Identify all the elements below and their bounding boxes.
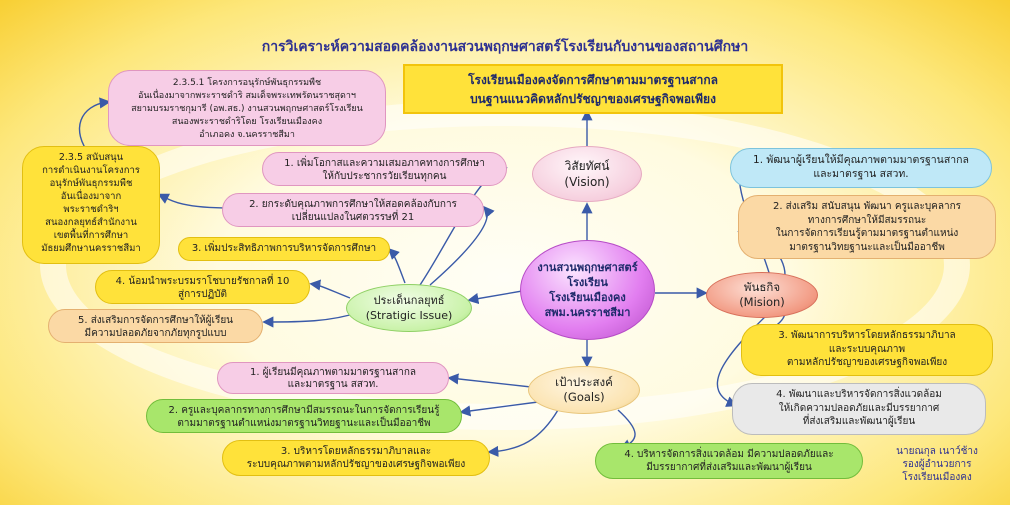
diagram-title: การวิเคราะห์ความสอดคล้องงานสวนพฤกษศาสตร์… — [261, 39, 749, 55]
mission-item-3: 3. พัฒนาการบริหารโดยหลักธรรมาภิบาล และระ… — [741, 324, 993, 376]
arrow-strategy-s5 — [262, 311, 361, 328]
goals-item-4: 4. บริหารจัดการสิ่งแวดล้อม มีความปลอดภัย… — [595, 443, 863, 479]
vision-subtitle: (Vision) — [564, 175, 610, 189]
arrow-strategy-s2 — [429, 205, 495, 286]
mission-item-1: 1. พัฒนาผู้เรียนให้มีคุณภาพตามมาตรฐานสาก… — [730, 148, 992, 188]
strategy-node: ประเด็นกลยุทธ์ (Stratigic Issue) — [346, 284, 472, 332]
goals-item-3: 3. บริหารโดยหลักธรรมาภิบาลและ ระบบคุณภาพ… — [222, 440, 490, 476]
mission-title: พันธกิจ — [743, 280, 781, 294]
vision-node: วิสัยทัศน์ (Vision) — [532, 146, 642, 202]
strategy-title: ประเด็นกลยุทธ์ — [373, 294, 445, 307]
goals-subtitle: (Goals) — [563, 390, 605, 404]
strategy-item-3: 3. เพิ่มประสิทธิภาพการบริหารจัดการศึกษา — [178, 237, 390, 261]
arrow-strategy-s3 — [388, 248, 406, 284]
strategy-item-4: 4. น้อมนำพระบรมราโชบายรัชกาลที่ 10 สู่กา… — [95, 270, 310, 304]
author-note: นายณกุล เนาว์ช้าง รองผู้อำนวยการ โรงเรีย… — [896, 446, 978, 483]
arrow-strategy-s4 — [309, 279, 351, 299]
strategy-item-2: 2. ยกระดับคุณภาพการศึกษาให้สอดคล้องกับกา… — [222, 193, 484, 227]
strategy-item-1: 1. เพิ่มโอกาสและความเสมอภาคทางการศึกษา ใ… — [262, 152, 507, 186]
arrow-goals-g1 — [447, 373, 541, 389]
top-goal-box: โรงเรียนเมืองคงจัดการศึกษาตามมาตรฐานสากล… — [403, 64, 783, 114]
goals-node: เป้าประสงค์ (Goals) — [528, 366, 640, 414]
mission-subtitle: (Mision) — [739, 295, 785, 309]
goals-item-1: 1. ผู้เรียนมีคุณภาพตามมาตรฐานสากล และมาต… — [217, 362, 449, 394]
arrow-s2-sub235 — [157, 193, 231, 209]
strategy-sub-2-3-5: 2.3.5 สนับสนุน การดำเนินงานโครงการ อนุรั… — [22, 146, 160, 264]
vision-title: วิสัยทัศน์ — [564, 159, 610, 173]
strategy-subtitle: (Stratigic Issue) — [365, 309, 453, 322]
arrow-goals-g2 — [459, 401, 539, 417]
mission-node: พันธกิจ (Mision) — [706, 272, 818, 318]
goals-item-2: 2. ครูและบุคลากรทางการศึกษามีสมรรถนะในกา… — [146, 399, 462, 433]
center-node: งานสวนพฤกษศาสตร์ โรงเรียน โรงเรียนเมืองค… — [520, 240, 655, 340]
strategy-sub-2-3-5-1: 2.3.5.1 โครงการอนุรักษ์พันธุกรรมพืช อันเ… — [108, 70, 386, 146]
strategy-item-5: 5. ส่งเสริมการจัดการศึกษาให้ผู้เรียน มีค… — [48, 309, 263, 343]
goals-title: เป้าประสงค์ — [555, 375, 613, 389]
mission-item-2: 2. ส่งเสริม สนับสนุน พัฒนา ครูและบุคลากร… — [738, 195, 996, 259]
mission-item-4: 4. พัฒนาและบริหารจัดการสิ่งแวดล้อม ให้เก… — [732, 383, 986, 435]
arrow-center-strategy — [467, 289, 529, 305]
arrow-goals-g3 — [487, 409, 559, 458]
